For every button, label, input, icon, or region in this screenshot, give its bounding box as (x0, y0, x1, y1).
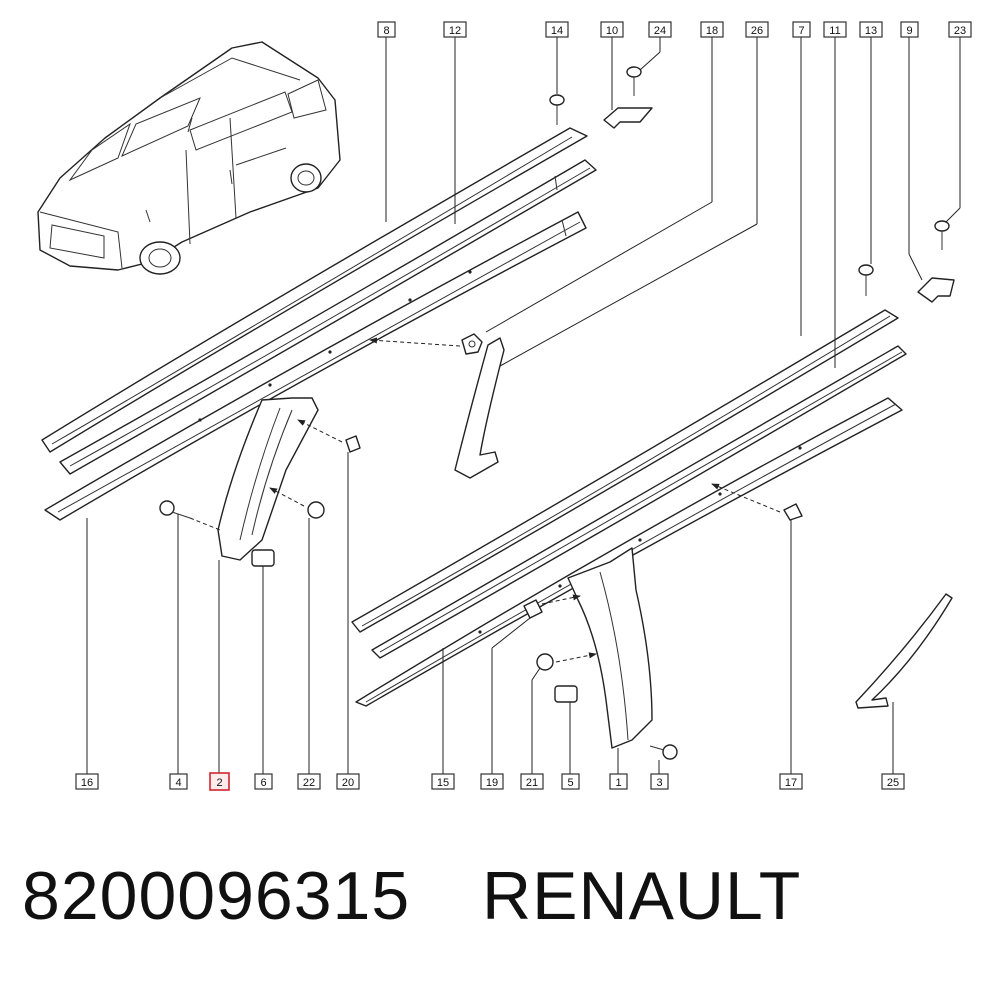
cap-6 (251, 549, 275, 567)
callout-18: 18 (700, 21, 724, 38)
svg-text:19: 19 (486, 777, 498, 789)
callout-1: 1 (609, 773, 628, 790)
clip-17 (783, 503, 803, 521)
strip-12-left-roof-seal (59, 159, 597, 475)
bracket-9 (917, 277, 955, 303)
callout-17: 17 (779, 773, 803, 790)
brand-caption: RENAULT (482, 858, 802, 934)
callout-10: 10 (600, 21, 624, 38)
callout-8: 8 (377, 21, 396, 38)
strip-16-left-rail (44, 211, 587, 521)
callout-9: 9 (900, 21, 919, 38)
clip-20 (345, 435, 361, 453)
svg-text:9: 9 (906, 25, 912, 37)
svg-text:14: 14 (551, 25, 563, 37)
screw-23 (934, 220, 950, 250)
callout-14: 14 (545, 21, 569, 38)
svg-text:22: 22 (303, 777, 315, 789)
svg-text:25: 25 (887, 777, 899, 789)
part-number-caption: 8200096315 (22, 858, 411, 934)
callout-6: 6 (254, 773, 273, 790)
callout-3: 3 (650, 773, 669, 790)
leader-lines (86, 36, 961, 775)
svg-text:10: 10 (606, 25, 618, 37)
svg-text:15: 15 (437, 777, 449, 789)
callout-11: 11 (823, 21, 847, 38)
callout-12: 12 (443, 21, 467, 38)
screw-13 (858, 264, 874, 296)
callout-25: 25 (881, 773, 905, 790)
callout-23: 23 (948, 21, 972, 38)
callout-15: 15 (431, 773, 455, 790)
callout-4: 4 (169, 773, 188, 790)
car-illustration (37, 41, 341, 275)
clip-19 (523, 599, 543, 619)
strip-7-right-roof-moulding (351, 309, 899, 633)
callout-7: 7 (792, 21, 811, 38)
svg-text:24: 24 (654, 25, 666, 37)
svg-text:26: 26 (751, 25, 763, 37)
strip-8-left-roof-moulding (41, 127, 588, 453)
screw-14 (549, 94, 565, 125)
svg-text:23: 23 (954, 25, 966, 37)
svg-text:2: 2 (216, 777, 222, 789)
pillar-1-trim (567, 547, 653, 749)
callout-26: 26 (745, 21, 769, 38)
svg-text:16: 16 (81, 777, 93, 789)
svg-text:20: 20 (342, 777, 354, 789)
svg-text:1: 1 (615, 777, 621, 789)
trim-26 (454, 337, 505, 479)
callout-24: 24 (648, 21, 672, 38)
callout-22: 22 (297, 773, 321, 790)
svg-text:12: 12 (449, 25, 461, 37)
plug-22 (307, 501, 325, 519)
callout-20: 20 (336, 773, 360, 790)
callout-5: 5 (561, 773, 580, 790)
svg-text:21: 21 (526, 777, 538, 789)
screw-3 (649, 744, 678, 760)
svg-text:8: 8 (383, 25, 389, 37)
screw-24 (626, 66, 642, 96)
svg-text:13: 13 (865, 25, 877, 37)
svg-text:3: 3 (656, 777, 662, 789)
svg-text:18: 18 (706, 25, 718, 37)
pillar-2-trim (217, 397, 319, 561)
svg-text:4: 4 (175, 777, 181, 789)
svg-text:5: 5 (567, 777, 573, 789)
clip-18 (461, 333, 483, 355)
svg-text:7: 7 (798, 25, 804, 37)
callout-2-highlighted: 2 (209, 772, 230, 791)
screw-4 (159, 500, 191, 519)
plug-21 (536, 653, 554, 671)
svg-text:6: 6 (260, 777, 266, 789)
callout-21: 21 (520, 773, 544, 790)
callout-16: 16 (75, 773, 99, 790)
callout-13: 13 (859, 21, 883, 38)
bracket-10 (603, 107, 653, 129)
svg-text:17: 17 (785, 777, 797, 789)
svg-text:11: 11 (829, 25, 840, 37)
callout-19: 19 (480, 773, 504, 790)
trim-25 (855, 593, 953, 709)
cap-5 (554, 685, 578, 703)
strip-11-right-roof-seal (371, 345, 907, 659)
